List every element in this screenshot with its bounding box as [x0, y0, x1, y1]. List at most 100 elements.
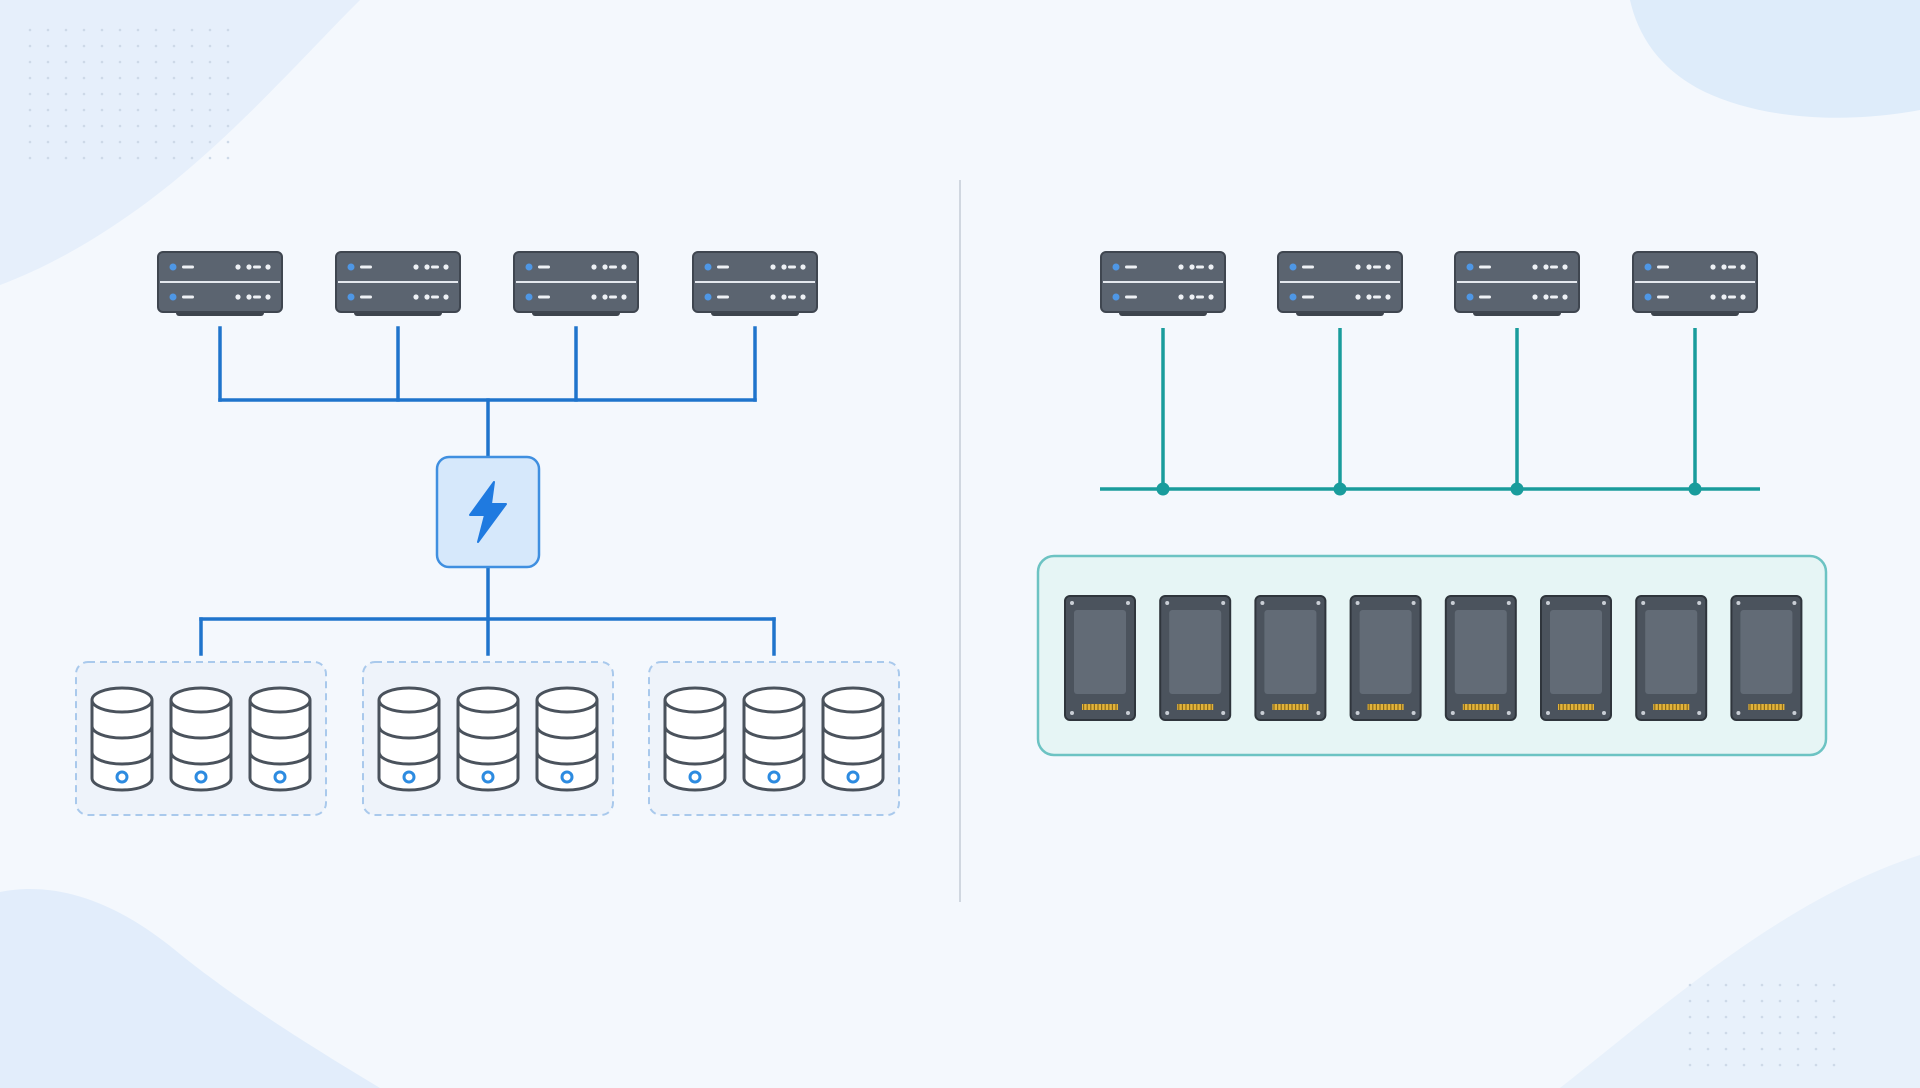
server-indicator: [1728, 295, 1736, 299]
ssd-screw: [1411, 711, 1416, 715]
server-indicator: [1532, 264, 1538, 270]
server-indicator: [591, 294, 597, 300]
disk-ring: [535, 725, 599, 740]
ssd-pin-gap: [1496, 704, 1498, 710]
ssd-pin-gap: [1093, 704, 1095, 710]
ssd-connector-pins: [1748, 704, 1785, 710]
ssd-pin-gap: [1097, 704, 1099, 710]
ssd-pin-gap: [1492, 704, 1494, 710]
disk-led: [115, 770, 129, 784]
server-led: [1644, 263, 1652, 271]
ssd-pin-gap: [1686, 704, 1688, 710]
server-indicator: [1562, 294, 1568, 300]
server-6: [1277, 251, 1403, 316]
server-bay-1: [704, 263, 806, 271]
dot-grid-bottom-right: [1688, 983, 1836, 1067]
ssd-pin-gap: [1657, 704, 1659, 710]
ssd-pin-gap: [1675, 704, 1677, 710]
ssd-screw: [1450, 601, 1455, 605]
disk-top: [248, 686, 312, 714]
ssd-pin-gap: [1101, 704, 1103, 710]
ssd-pin-gap: [1372, 704, 1374, 710]
ssd-pin-gap: [1467, 704, 1469, 710]
disk-top: [377, 686, 441, 714]
server-indicator: [246, 264, 252, 270]
ssd-screw: [1736, 711, 1741, 715]
server-indicator: [781, 264, 787, 270]
disk-top: [90, 686, 154, 714]
disk-ring: [248, 725, 312, 740]
ssd-panel: [1454, 610, 1507, 694]
ssd-pin-gap: [1368, 704, 1370, 710]
server-bay-1: [1289, 263, 1391, 271]
ssd-pin-gap: [1295, 704, 1297, 710]
central-switch: [435, 455, 541, 569]
bus-junction-2: [1333, 482, 1347, 496]
ssd-drive-3: [1254, 595, 1327, 721]
ssd-pin-gap: [1668, 704, 1670, 710]
server-indicator: [443, 294, 449, 300]
server-indicator: [800, 294, 806, 300]
server-indicator: [413, 294, 419, 300]
ssd-pin-gap: [1284, 704, 1286, 710]
server-bay-2: [347, 293, 449, 301]
server-indicator: [591, 264, 597, 270]
server-7: [1454, 251, 1580, 316]
lightning-bolt-icon: [469, 481, 507, 543]
ssd-pin-gap: [1485, 704, 1487, 710]
right-server-row: [1100, 251, 1758, 316]
ssd-pin-gap: [1679, 704, 1681, 710]
server-led: [1466, 263, 1474, 271]
server-1: [157, 251, 283, 316]
server-led: [1644, 293, 1652, 301]
ssd-screw: [1070, 711, 1074, 715]
server-led: [169, 293, 177, 301]
ssd-pin-gap: [1401, 704, 1403, 710]
server-indicator: [253, 265, 261, 269]
ssd-screw: [1641, 601, 1646, 605]
ssd-screw: [1602, 601, 1606, 605]
server-indicator: [246, 294, 252, 300]
ssd-pin-gap: [1287, 704, 1289, 710]
server-indicator: [265, 264, 271, 270]
disk-ring: [663, 725, 727, 740]
ssd-pin-gap: [1086, 704, 1088, 710]
ssd-pin-gap: [1478, 704, 1480, 710]
ssd-panel: [1359, 610, 1412, 694]
server-indicator: [1355, 264, 1361, 270]
disk-ring: [248, 751, 312, 766]
disk-led: [481, 770, 495, 784]
server-led: [1289, 293, 1297, 301]
server-4: [692, 251, 818, 316]
server-indicator: [431, 295, 439, 299]
disk-body: [248, 700, 312, 792]
disk-body: [742, 700, 806, 792]
ssd-pin-gap: [1749, 704, 1751, 710]
server-indicator: [431, 265, 439, 269]
server-bay-2: [1112, 293, 1214, 301]
ssd-pin-gap: [1108, 704, 1110, 710]
ssd-screw: [1126, 711, 1130, 715]
ssd-connector-pins: [1272, 704, 1309, 710]
ssd-pin-gap: [1210, 704, 1212, 710]
ssd-pin-gap: [1569, 704, 1571, 710]
ssd-screw: [1792, 711, 1797, 715]
disk-ring: [663, 751, 727, 766]
disk-ring: [169, 751, 233, 766]
ssd-drive-2: [1159, 595, 1232, 721]
ssd-pin-gap: [1192, 704, 1194, 710]
ssd-screw: [1221, 601, 1226, 605]
server-indicator: [235, 294, 241, 300]
ssd-screw: [1355, 601, 1360, 605]
disk-top: [742, 686, 806, 714]
disk-group-1: [75, 661, 327, 816]
server-indicator: [1366, 294, 1372, 300]
server-indicator: [424, 294, 430, 300]
ssd-pin-gap: [1474, 704, 1476, 710]
ssd-pin-gap: [1753, 704, 1755, 710]
disk-group-3: [648, 661, 900, 816]
server-indicator: [800, 264, 806, 270]
ssd-pin-gap: [1771, 704, 1773, 710]
shared-drive-enclosure: [1036, 554, 1828, 757]
server-indicator: [621, 294, 627, 300]
